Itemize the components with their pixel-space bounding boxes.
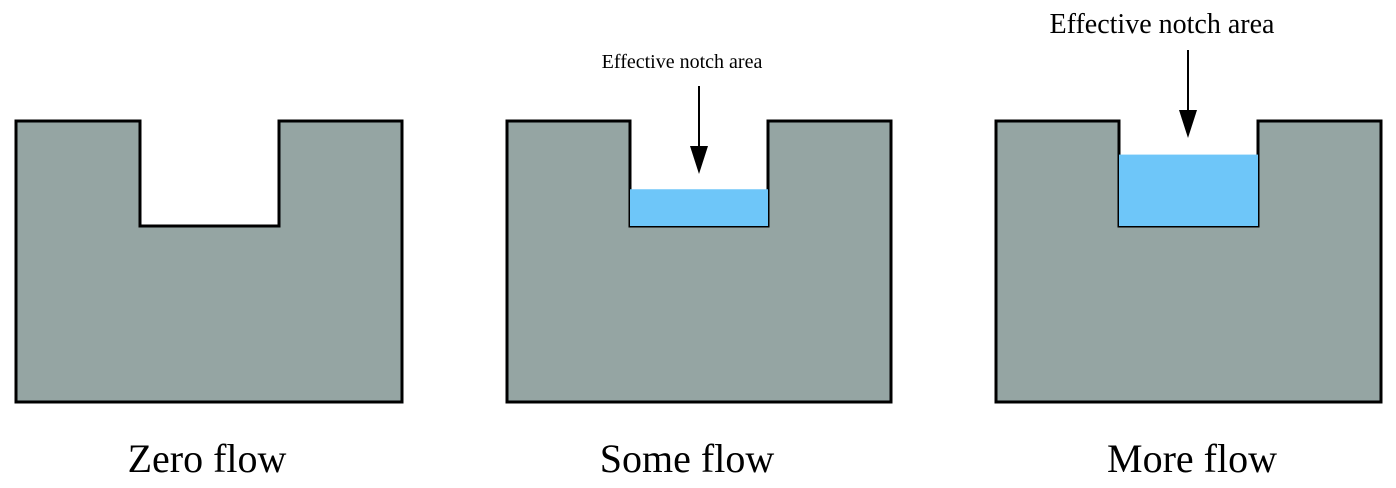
annotation-some-flow: Effective notch area bbox=[602, 51, 763, 73]
water-some-flow bbox=[630, 189, 768, 226]
caption-more-flow: More flow bbox=[1107, 436, 1277, 481]
weir-body-zero-flow bbox=[14, 119, 404, 404]
arrow-more-flow bbox=[1179, 50, 1197, 138]
caption-zero-flow: Zero flow bbox=[128, 436, 287, 481]
arrow-some-flow bbox=[690, 86, 708, 174]
panel-more-flow: Effective notch area More flow bbox=[994, 9, 1383, 481]
weir-body-some-flow bbox=[505, 119, 893, 404]
panel-some-flow: Effective notch area Some flow bbox=[505, 51, 893, 481]
water-more-flow bbox=[1119, 154, 1258, 226]
caption-some-flow: Some flow bbox=[600, 436, 775, 481]
annotation-more-flow: Effective notch area bbox=[1050, 9, 1275, 40]
panel-zero-flow: Zero flow bbox=[14, 119, 404, 481]
